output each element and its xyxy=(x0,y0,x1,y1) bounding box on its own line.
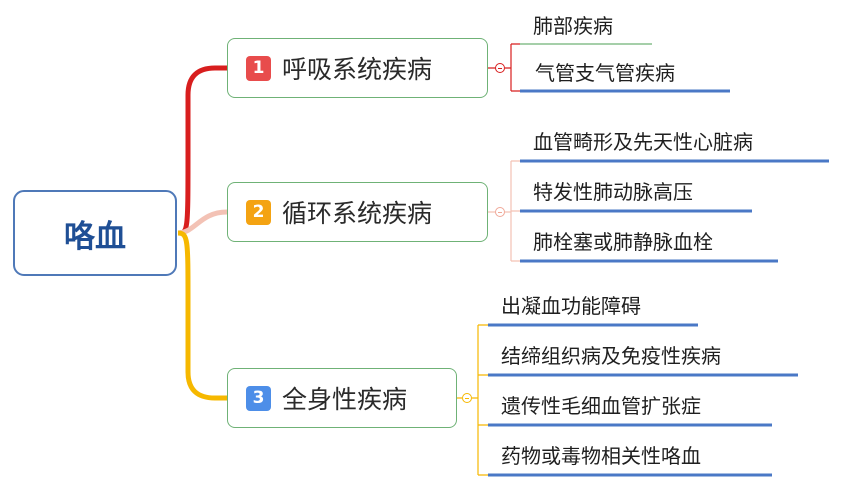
branch-1-label: 呼吸系统疾病 xyxy=(282,55,433,84)
branch-2-number-badge: 2 xyxy=(246,199,271,225)
leaf-node-2-1[interactable]: 血管畸形及先天性心脏病 xyxy=(533,130,753,154)
branch-node-2[interactable]: 2 循环系统疾病 xyxy=(227,182,488,242)
leaf-node-3-4[interactable]: 药物或毒物相关性咯血 xyxy=(501,444,701,468)
collapse-toggle-icon[interactable] xyxy=(495,207,505,217)
branch-3-label: 全身性疾病 xyxy=(282,385,408,414)
root-label: 咯血 xyxy=(64,218,126,255)
branch-2-label: 循环系统疾病 xyxy=(282,199,433,228)
leaf-node-2-2[interactable]: 特发性肺动脉高压 xyxy=(533,180,693,204)
leaf-node-3-3[interactable]: 遗传性毛细血管扩张症 xyxy=(501,394,701,418)
connector-branch-2-children xyxy=(488,160,520,262)
branch-3-number-badge: 3 xyxy=(246,385,271,411)
collapse-toggle-icon[interactable] xyxy=(495,63,505,73)
root-node[interactable]: 咯血 xyxy=(13,190,177,276)
branch-1-number-badge: 1 xyxy=(246,55,271,81)
connector-branch-1-children xyxy=(488,43,520,92)
branch-node-3[interactable]: 3 全身性疾病 xyxy=(227,368,457,428)
collapse-toggle-icon[interactable] xyxy=(462,393,472,403)
leaf-node-1-1[interactable]: 肺部疾病 xyxy=(533,14,613,38)
branch-node-1[interactable]: 1 呼吸系统疾病 xyxy=(227,38,488,98)
leaf-node-3-1[interactable]: 出凝血功能障碍 xyxy=(501,294,641,318)
connector-root-branch-3 xyxy=(177,230,227,401)
leaf-node-3-2[interactable]: 结缔组织病及免疫性疾病 xyxy=(501,344,721,368)
leaf-node-1-2[interactable]: 气管支气管疾病 xyxy=(535,61,675,85)
connector-branch-3-children xyxy=(457,324,488,476)
connector-root-branch-1 xyxy=(177,65,227,236)
leaf-node-2-3[interactable]: 肺栓塞或肺静脉血栓 xyxy=(533,230,713,254)
